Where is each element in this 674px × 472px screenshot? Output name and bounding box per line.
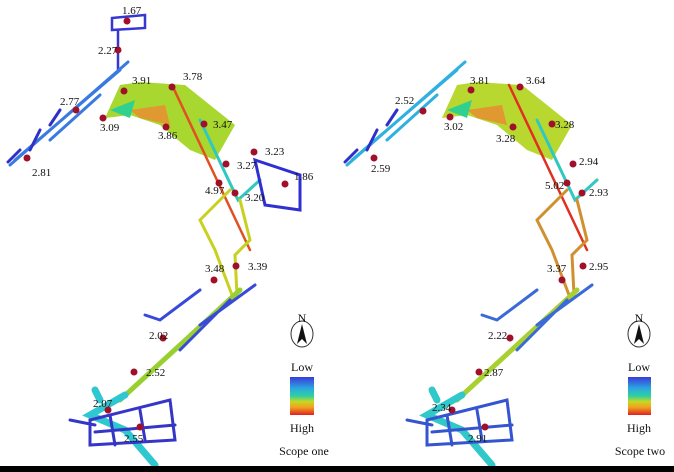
measurement-value-label: 2.95 [589, 261, 609, 273]
measurement-value-label: 3.91 [132, 75, 151, 87]
north-label: N [635, 311, 644, 325]
measurement-point-marker [558, 276, 566, 284]
measurement-value-label: 3.64 [526, 75, 546, 87]
measurement-value-label: 2.34 [432, 402, 452, 414]
measurement-point-marker [200, 120, 208, 128]
measurement-value-label: 2.07 [93, 398, 113, 410]
measurement-point-marker [419, 107, 427, 115]
measurement-point-marker [168, 83, 176, 91]
measurement-value-label: 3.81 [470, 75, 489, 87]
measurement-value-label: 3.27 [237, 160, 257, 172]
measurement-value-label: 3.28 [496, 133, 516, 145]
measurement-value-label: 2.81 [32, 167, 51, 179]
bottom-border [0, 466, 674, 472]
measurement-value-label: 2.55 [124, 433, 144, 445]
measurement-point-marker [210, 276, 218, 284]
measurement-point-marker [446, 113, 454, 121]
measurement-value-label: 2.87 [484, 367, 504, 379]
measurement-point-marker [222, 160, 230, 168]
panel-title: Scope one [279, 444, 329, 458]
measurement-value-label: 2.52 [146, 367, 165, 379]
measurement-value-label: 2.52 [395, 95, 414, 107]
legend-low: Low [628, 360, 650, 374]
measurement-point-marker [159, 334, 167, 342]
measurement-value-label: 2.02 [149, 330, 168, 342]
measurement-point-marker [232, 262, 240, 270]
measurement-value-label: 2.22 [488, 330, 507, 342]
measurement-point-marker [467, 86, 475, 94]
measurement-value-label: 3.37 [547, 263, 567, 275]
measurement-value-label: 3.78 [183, 71, 203, 83]
measurement-point-marker [123, 17, 131, 25]
measurement-value-label: 3.28 [555, 119, 575, 131]
legend-scope-one: N Low High Scope one [279, 311, 329, 458]
measurement-point-marker [72, 106, 80, 114]
measurement-value-label: 3.09 [100, 122, 120, 134]
tunnel-network-scope-two [343, 60, 599, 469]
measurement-point-marker [370, 154, 378, 162]
measurement-value-label: 2.94 [579, 156, 599, 168]
measurement-point-marker [99, 114, 107, 122]
measurement-point-marker [250, 148, 258, 156]
measurement-value-label: 3.20 [245, 192, 265, 204]
measurement-point-marker [475, 368, 483, 376]
measurement-value-label: 3.47 [213, 119, 233, 131]
measurement-point-marker [481, 423, 489, 431]
north-label: N [298, 311, 307, 325]
measurement-point-marker [104, 406, 112, 414]
legend-scope-two: N Low High Scope two [615, 311, 665, 458]
measurement-point-marker [130, 368, 138, 376]
measurement-point-marker [563, 179, 571, 187]
measurement-value-label: 4.97 [205, 185, 225, 197]
measurement-value-label: 3.86 [158, 130, 178, 142]
measurement-value-label: 1.67 [122, 5, 142, 17]
measurement-point-marker [578, 189, 586, 197]
measurement-value-label: 3.48 [205, 263, 225, 275]
measurement-point-marker [548, 120, 556, 128]
measurement-point-marker [506, 334, 514, 342]
measurement-value-label: 2.91 [468, 433, 487, 445]
measurement-point-marker [281, 180, 289, 188]
measurement-point-marker [231, 189, 239, 197]
tunnel-network-scope-one [6, 13, 302, 469]
measurement-value-label: 2.27 [98, 45, 118, 57]
measurement-point-marker [516, 83, 524, 91]
measurement-value-label: 2.93 [589, 187, 609, 199]
measurement-point-marker [215, 179, 223, 187]
measurement-point-marker [23, 154, 31, 162]
measurement-value-label: 3.02 [444, 121, 463, 133]
measurement-point-marker [162, 123, 170, 131]
measurement-value-label: 3.23 [265, 146, 285, 158]
measurement-point-marker [579, 262, 587, 270]
measurement-value-label: 2.59 [371, 163, 391, 175]
measurement-points: 1.67 2.27 3.91 3.78 2.77 3.09 3.86 3.47 3.23 3.27… [23, 5, 609, 445]
panel-title: Scope two [615, 444, 665, 458]
measurement-value-label: 2.77 [60, 96, 80, 108]
measurement-value-label: 3.39 [248, 261, 268, 273]
legend-high: High [627, 421, 651, 435]
measurement-point-marker [136, 423, 144, 431]
measurement-point-marker [509, 123, 517, 131]
measurement-value-label: 5.02 [545, 180, 564, 192]
color-scale-bar [290, 377, 314, 415]
measurement-point-marker [114, 46, 122, 54]
measurement-point-marker [120, 87, 128, 95]
measurement-value-label: 1.86 [294, 171, 314, 183]
color-scale-bar [628, 377, 651, 415]
measurement-point-marker [569, 160, 577, 168]
legend-low: Low [291, 360, 313, 374]
legend-high: High [290, 421, 314, 435]
measurement-point-marker [448, 406, 456, 414]
